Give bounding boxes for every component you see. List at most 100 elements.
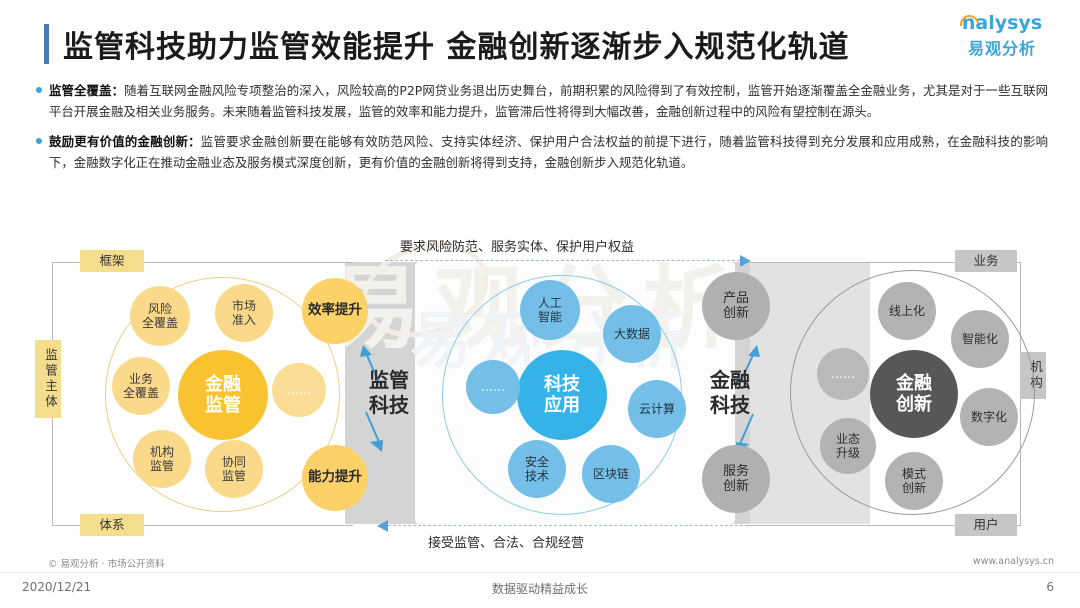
bottom-arrow-head-icon xyxy=(377,520,388,532)
bullet-body: 监管要求金融创新要在能够有效防范风险、支持实体经济、保护用户合法权益的前提下进行… xyxy=(49,134,1049,170)
mid-satellite-security: 安全技术 xyxy=(508,440,566,498)
sat-line1: 业态 xyxy=(835,431,860,446)
right-center-line2: 创新 xyxy=(896,394,932,415)
right-satellite-upgrade: 业态升级 xyxy=(820,418,876,474)
mid-satellite-ellipsis: …… xyxy=(466,360,520,414)
sat-line1: …… xyxy=(831,366,855,381)
footer-divider xyxy=(0,572,1080,573)
source-note: © 易观分析 · 市场公开资料 xyxy=(48,559,165,570)
mid-label-fintech-line1: 金融 xyxy=(710,368,750,392)
logo-wordmark: nalysys xyxy=(956,11,1042,38)
sat-line1: …… xyxy=(287,382,311,397)
bullet-lead: 监管全覆盖： xyxy=(49,83,125,98)
output-service-innovation: 服务创新 xyxy=(702,445,770,513)
right-center-circle: 金融创新 xyxy=(870,350,958,438)
mid-label-regtech-line2: 科技 xyxy=(369,393,409,417)
mid-label-fintech: 金融科技 xyxy=(695,368,765,418)
logo-cn-text: 易观分析 xyxy=(967,38,1036,58)
left-center-circle: 金融监管 xyxy=(178,350,268,440)
bullet-lead: 鼓励更有价值的金融创新： xyxy=(49,134,201,149)
bullet-text: 鼓励更有价值的金融创新：监管要求金融创新要在能够有效防范风险、支持实体经济、保护… xyxy=(49,131,1048,173)
bullet-item: 鼓励更有价值的金融创新：监管要求金融创新要在能够有效防范风险、支持实体经济、保护… xyxy=(36,131,1048,173)
sat-line1: 智能化 xyxy=(961,331,998,346)
sat-line2: 智能 xyxy=(537,310,562,324)
sat-line1: 安全 xyxy=(524,454,549,469)
right-cluster-ring xyxy=(790,270,1035,515)
tag-business: 业务 xyxy=(955,250,1017,272)
bullet-list: 监管全覆盖：随着互联网金融风险专项整治的深入，风险较高的P2P网贷业务退出历史舞… xyxy=(36,80,1048,182)
top-arrow-label: 要求风险防范、服务实体、保护用户权益 xyxy=(400,240,635,255)
bullet-dot-icon xyxy=(36,87,42,93)
bullet-item: 监管全覆盖：随着互联网金融风险专项整治的深入，风险较高的P2P网贷业务退出历史舞… xyxy=(36,80,1048,122)
bullet-dot-icon xyxy=(36,138,42,144)
page-title: 监管科技助力监管效能提升 金融创新逐渐步入规范化轨道 xyxy=(44,22,849,66)
sat-line1: 云计算 xyxy=(638,401,675,416)
website-url: www.analysys.cn xyxy=(972,556,1054,567)
arrow-up-right-icon xyxy=(738,345,760,386)
sat-line2: 全覆盖 xyxy=(141,316,178,330)
mid-satellite-blockchain: 区块链 xyxy=(582,445,640,503)
sat-line1: 区块链 xyxy=(592,466,629,481)
tag-system: 体系 xyxy=(80,514,144,536)
footer-page-number: 6 xyxy=(1046,580,1054,594)
mid-satellite-cloud: 云计算 xyxy=(628,380,686,438)
output-capability-label: 能力提升 xyxy=(308,469,362,486)
sat-line1: 机构 xyxy=(149,444,174,459)
footer-slogan: 数据驱动精益成长 xyxy=(491,582,588,596)
right-satellite-online: 线上化 xyxy=(878,282,936,340)
sat-line2: 准入 xyxy=(231,313,256,327)
tag-user: 用户 xyxy=(955,514,1017,536)
bullet-text: 监管全覆盖：随着互联网金融风险专项整治的深入，风险较高的P2P网贷业务退出历史舞… xyxy=(49,80,1048,122)
arrow-down-left-icon xyxy=(365,411,383,452)
left-center-line1: 金融 xyxy=(205,373,241,395)
sat-line1: 业务 xyxy=(128,371,153,386)
sat-line2: 创新 xyxy=(901,481,926,495)
sat-line1: 市场 xyxy=(231,298,256,313)
output-line2: 创新 xyxy=(722,306,749,321)
right-satellite-ellipsis: …… xyxy=(817,348,869,400)
mid-label-regtech-line1: 监管 xyxy=(369,368,409,392)
top-dashed-line xyxy=(385,260,745,261)
sat-line2: 监管 xyxy=(149,459,174,473)
sat-line1: 风险 xyxy=(147,301,172,316)
sat-line2: 升级 xyxy=(835,446,860,460)
sat-line1: …… xyxy=(481,379,505,394)
tag-regulator-subject: 监管主体 xyxy=(35,340,61,418)
right-satellite-intelligent: 智能化 xyxy=(951,310,1009,368)
analysys-logo: nalysys 易观分析 xyxy=(946,11,1058,59)
right-satellite-model: 模式创新 xyxy=(885,452,943,510)
sat-line1: 协同 xyxy=(221,454,246,469)
sat-line1: 模式 xyxy=(901,466,926,481)
bullet-body: 随着互联网金融风险专项整治的深入，风险较高的P2P网贷业务退出历史舞台，前期积累… xyxy=(49,83,1049,119)
mid-center-line2: 应用 xyxy=(544,395,580,416)
tag-framework: 框架 xyxy=(80,250,144,272)
output-line2: 创新 xyxy=(722,479,749,494)
mid-satellite-bigdata: 大数据 xyxy=(603,305,661,363)
output-product-innovation: 产品创新 xyxy=(702,272,770,340)
sat-line2: 全覆盖 xyxy=(122,386,159,400)
right-satellite-digital: 数字化 xyxy=(960,388,1018,446)
sat-line2: 监管 xyxy=(221,469,246,483)
left-cluster-ring xyxy=(105,277,340,512)
mid-center-line1: 科技 xyxy=(544,373,580,395)
right-center-line1: 金融 xyxy=(896,372,932,394)
bottom-dashed-line xyxy=(388,525,748,526)
diagram: 易观分析 易观分析 框架 体系 监管主体 业务 用户 机构 要求风险防范、服务实… xyxy=(30,227,1050,551)
top-arrow-head-icon xyxy=(740,255,751,267)
left-satellite-business: 业务全覆盖 xyxy=(112,357,170,415)
left-satellite-coordination: 协同监管 xyxy=(205,440,263,498)
sat-line1: 数字化 xyxy=(970,409,1007,424)
sat-line2: 技术 xyxy=(524,469,549,483)
arrow-up-left-icon xyxy=(360,345,381,386)
output-capability: 能力提升 xyxy=(302,445,368,511)
title-accent-bar xyxy=(44,24,49,64)
mid-satellite-ai: 人工智能 xyxy=(520,280,580,340)
bottom-arrow-label: 接受监管、合法、合规经营 xyxy=(428,536,585,551)
mid-label-regtech: 监管科技 xyxy=(354,368,424,418)
left-satellite-ellipsis: …… xyxy=(272,363,326,417)
left-satellite-institution: 机构监管 xyxy=(133,430,191,488)
output-efficiency: 效率提升 xyxy=(302,278,368,344)
output-line1: 服务 xyxy=(722,463,749,479)
output-efficiency-label: 效率提升 xyxy=(308,302,362,319)
mid-label-fintech-line2: 科技 xyxy=(710,393,750,417)
